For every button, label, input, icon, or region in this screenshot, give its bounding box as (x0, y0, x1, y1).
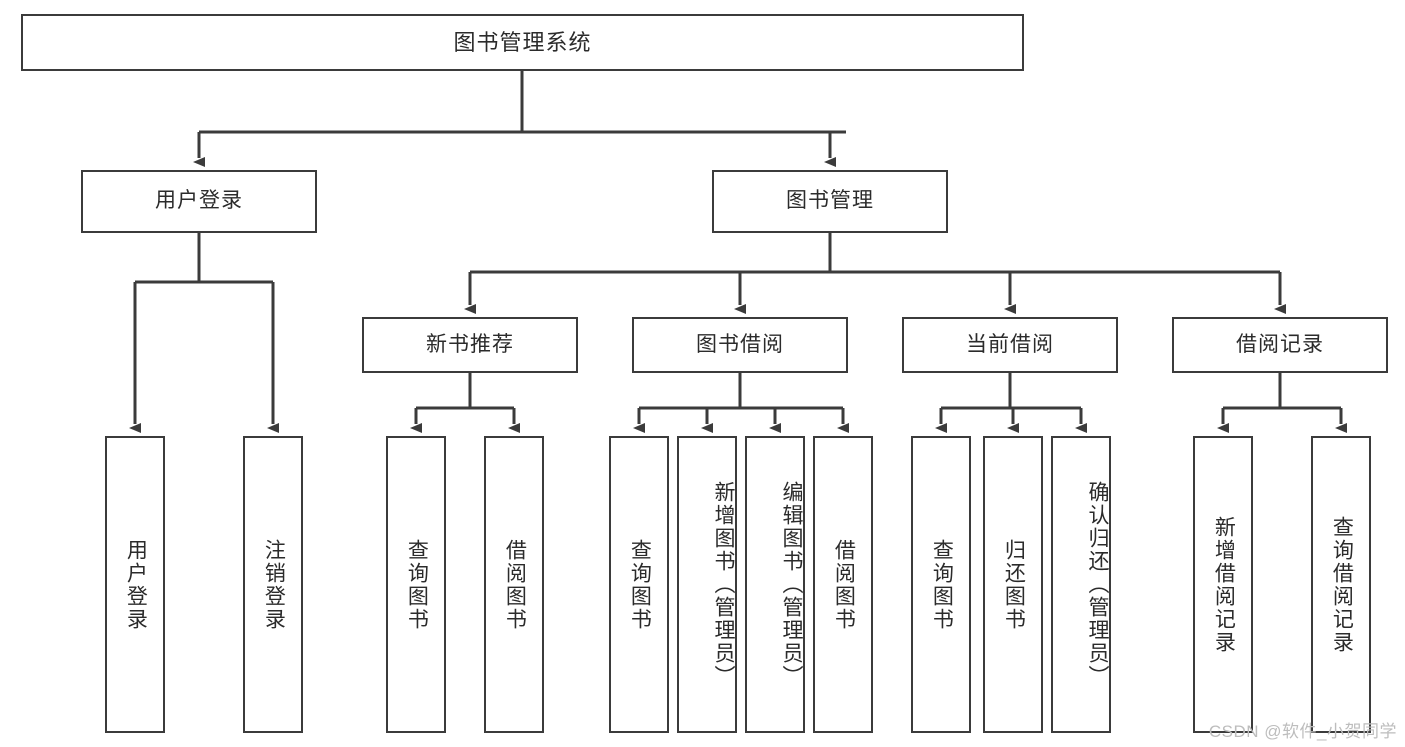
node-book-borrow[interactable]: 图书借阅 (632, 317, 848, 373)
node-borrow-records[interactable]: 借阅记录 (1172, 317, 1388, 373)
leaf-query-book-current[interactable]: 查询图书 (911, 436, 971, 733)
node-current-borrow[interactable]: 当前借阅 (902, 317, 1118, 373)
node-label: 借阅图书 (503, 538, 527, 631)
node-label: 借阅图书 (832, 538, 856, 631)
node-label: 查询借阅记录 (1330, 515, 1354, 654)
node-label: 用户登录 (155, 189, 243, 213)
leaf-edit-book-admin[interactable]: 编辑图书（管理员） (745, 436, 805, 733)
leaf-return-book[interactable]: 归还图书 (983, 436, 1043, 733)
leaf-borrow-book-recommend[interactable]: 借阅图书 (484, 436, 544, 733)
node-label: 注销登录 (262, 538, 286, 631)
node-book-management[interactable]: 图书管理 (712, 170, 948, 233)
leaf-add-borrow-record[interactable]: 新增借阅记录 (1193, 436, 1253, 733)
node-root-system[interactable]: 图书管理系统 (21, 14, 1024, 71)
node-label: 图书借阅 (696, 332, 784, 356)
node-label: 图书管理系统 (453, 29, 592, 55)
node-label: 查询图书 (405, 538, 429, 631)
leaf-user-logout[interactable]: 注销登录 (243, 436, 303, 733)
node-new-book-recommend[interactable]: 新书推荐 (362, 317, 578, 373)
node-label: 图书管理 (786, 189, 874, 213)
node-label: 借阅记录 (1236, 332, 1324, 356)
node-label: 新书推荐 (426, 332, 514, 356)
leaf-user-login[interactable]: 用户登录 (105, 436, 165, 733)
leaf-lend-book[interactable]: 借阅图书 (813, 436, 873, 733)
node-label: 确认归还（管理员） (1086, 481, 1109, 688)
node-label: 归还图书 (1002, 538, 1026, 631)
node-label: 用户登录 (124, 538, 148, 631)
node-label: 新增图书（管理员） (712, 481, 735, 688)
leaf-query-book-borrow[interactable]: 查询图书 (609, 436, 669, 733)
leaf-query-borrow-record[interactable]: 查询借阅记录 (1311, 436, 1371, 733)
leaf-confirm-return-admin[interactable]: 确认归还（管理员） (1051, 436, 1111, 733)
node-label: 查询图书 (628, 538, 652, 631)
node-label: 编辑图书（管理员） (780, 481, 803, 688)
node-label: 当前借阅 (966, 332, 1054, 356)
leaf-query-book-recommend[interactable]: 查询图书 (386, 436, 446, 733)
node-label: 新增借阅记录 (1212, 515, 1236, 654)
watermark: CSDN @软件_小贺同学 (1208, 722, 1397, 741)
node-user-login[interactable]: 用户登录 (81, 170, 317, 233)
leaf-add-book-admin[interactable]: 新增图书（管理员） (677, 436, 737, 733)
node-label: 查询图书 (930, 538, 954, 631)
